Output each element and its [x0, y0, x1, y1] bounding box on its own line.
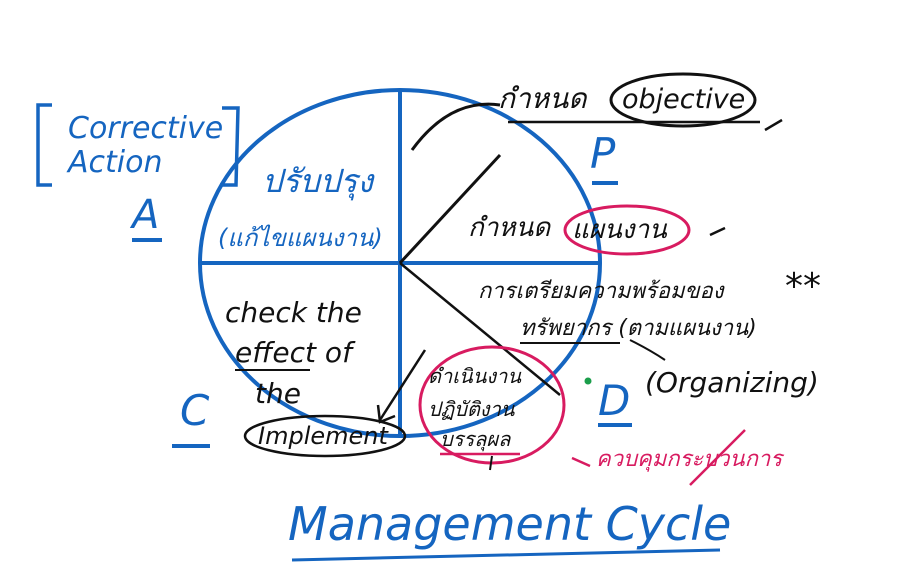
- quadrant-a-line2: (แก้ไขแผนงาน): [218, 224, 383, 252]
- plan-oval: [563, 204, 691, 256]
- right-bracket: [220, 106, 240, 187]
- plan-diagonal-line: [398, 153, 502, 265]
- do-center-line1: ดำเนินงาน: [428, 364, 522, 388]
- quadrant-c-line1: check the: [225, 296, 362, 329]
- objective-curve: [410, 102, 501, 151]
- do-line1: การเตรียมความพร้อมของ: [478, 279, 726, 304]
- letter-p: P: [590, 129, 616, 178]
- objective-tick: [764, 118, 783, 132]
- plan-oval-text: แผนงาน: [572, 215, 668, 245]
- do-center-tick: [489, 455, 493, 471]
- do-note: ควบคุมกระบวนการ: [596, 447, 785, 472]
- corrective-line1: Corrective: [68, 111, 223, 146]
- do-stars: **: [785, 266, 821, 307]
- do-diagonal-line: [399, 262, 561, 396]
- quadrant-c-line3: the: [255, 377, 301, 410]
- do-note-dash: [571, 456, 591, 468]
- letter-a: A: [129, 192, 159, 238]
- organizing-connector: [629, 339, 666, 361]
- implement-text: Implement: [258, 422, 389, 450]
- arrow-to-implement: [378, 349, 427, 421]
- letter-d: D: [598, 376, 630, 425]
- quadrant-c-line2: effect of: [235, 336, 356, 369]
- plan-item2-prefix: กำหนด: [468, 213, 551, 243]
- objective-oval: [609, 72, 757, 128]
- do-center-line3: บรรลุผล: [440, 427, 512, 452]
- do-note-strike: [689, 429, 746, 486]
- diagram-title: Management Cycle: [288, 497, 731, 551]
- do-line2: ทรัพยากร (ตามแผนงาน): [520, 316, 757, 341]
- left-bracket: [36, 103, 52, 187]
- objective-text: objective: [622, 84, 745, 115]
- letter-c: C: [180, 386, 210, 435]
- quadrant-a-line1: ปรับปรุง: [262, 162, 375, 201]
- organizing-text: (Organizing): [645, 366, 819, 399]
- arrow-head: [376, 404, 396, 424]
- do-center-line2: ปฏิบัติงาน: [428, 397, 516, 421]
- implement-oval: [243, 414, 407, 458]
- plan-item1-prefix: กำหนด: [498, 82, 588, 115]
- green-dot: [584, 377, 592, 385]
- plan-tick: [709, 226, 726, 237]
- title-underline: [291, 548, 721, 562]
- corrective-line2: Action: [66, 145, 162, 180]
